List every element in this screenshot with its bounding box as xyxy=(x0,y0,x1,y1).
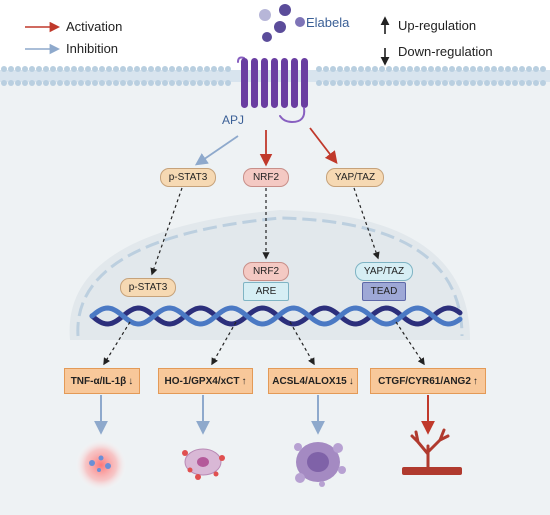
up-regulation-label: Up-regulation xyxy=(398,18,477,33)
inflammation-glow-icon xyxy=(75,439,127,491)
apj-to-pstat3-arrow xyxy=(194,135,239,166)
angiogenesis-output-box: CTGF/CYR61/ANG2↑ xyxy=(370,368,486,394)
apj-receptor-icon xyxy=(237,56,308,124)
angiogenesis-output-label: CTGF/CYR61/ANG2 xyxy=(378,375,471,387)
are-element-node: ARE xyxy=(243,282,289,301)
ferroptotic-cell-icon xyxy=(294,442,346,487)
activation-legend-label: Activation xyxy=(66,19,123,34)
up-arrow-icon: ↑ xyxy=(241,375,247,387)
apj-to-yaptaz-arrow xyxy=(309,127,338,165)
pstat3-cytoplasm-node: p-STAT3 xyxy=(160,168,216,187)
yaptaz-translocation-arrow xyxy=(353,187,380,260)
down-arrow-icon: ↓ xyxy=(128,375,134,387)
nrf2-nuclear-node: NRF2 xyxy=(243,262,289,281)
oxidative-cell-icon xyxy=(182,448,225,480)
pstat3-nuclear-node: p-STAT3 xyxy=(120,278,176,297)
inflammation-output-box: TNF-α/IL-1β↓ xyxy=(64,368,140,394)
dna-to-antioxidant-arrow xyxy=(211,321,237,366)
dna-to-angiogenesis-arrow xyxy=(395,321,425,366)
apj-label: APJ xyxy=(222,113,245,127)
blood-vessel-icon xyxy=(402,428,462,475)
yaptaz-cytoplasm-node: YAP/TAZ xyxy=(326,168,384,187)
inhibition-legend-label: Inhibition xyxy=(66,41,119,56)
inflammation-output-label: TNF-α/IL-1β xyxy=(70,375,127,387)
antioxidant-output-box: HO-1/GPX4/xCT↑ xyxy=(158,368,253,394)
dna-to-lipid-arrow xyxy=(289,321,315,366)
nrf2-cytoplasm-node: NRF2 xyxy=(243,168,289,187)
antioxidant-output-label: HO-1/GPX4/xCT xyxy=(164,375,240,387)
up-arrow-icon: ↑ xyxy=(472,375,478,387)
tead-node: TEAD xyxy=(362,282,406,301)
lipid-output-label: ACSL4/ALOX15 xyxy=(272,375,347,387)
elabela-ligand-icon xyxy=(259,4,305,42)
yaptaz-nuclear-node: YAP/TAZ xyxy=(355,262,413,281)
elabela-label: Elabela xyxy=(306,15,350,30)
down-regulation-label: Down-regulation xyxy=(398,44,493,59)
dna-to-inflammation-arrow xyxy=(103,321,131,366)
lipid-output-box: ACSL4/ALOX15↓ xyxy=(268,368,358,394)
dna-helix-icon xyxy=(89,305,463,327)
down-arrow-icon: ↓ xyxy=(348,375,354,387)
